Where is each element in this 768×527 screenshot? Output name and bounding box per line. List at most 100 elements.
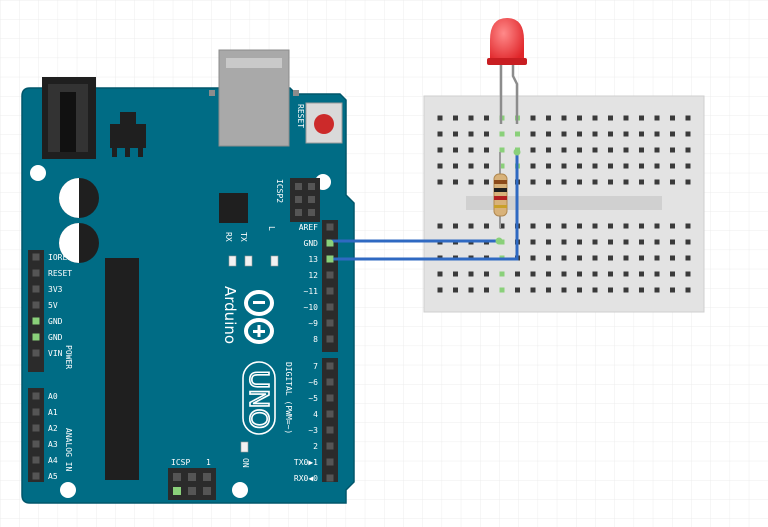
breadboard-hole	[670, 271, 675, 277]
breadboard-hole	[623, 147, 629, 153]
mounting-hole	[30, 165, 46, 181]
breadboard-hole	[484, 179, 489, 185]
breadboard-hole	[608, 255, 613, 261]
breadboard-hole	[499, 223, 505, 229]
pin-label: ~6	[308, 378, 318, 387]
breadboard-hole	[453, 147, 458, 153]
wire-endpoint	[326, 239, 334, 247]
breadboard-hole	[670, 239, 675, 245]
breadboard-hole	[623, 239, 629, 245]
breadboard-hole	[577, 223, 582, 229]
pin-label: 7	[313, 362, 318, 371]
breadboard-hole	[484, 287, 489, 293]
breadboard-hole	[453, 179, 458, 185]
on-led	[240, 441, 249, 453]
arduino-uno-board: RESET ICSP2 RX TX L	[21, 49, 355, 504]
pin-label: 4	[313, 410, 318, 419]
wires	[326, 148, 521, 263]
breadboard-hole	[530, 131, 536, 137]
breadboard-hole	[468, 131, 474, 137]
breadboard-hole	[654, 287, 660, 293]
breadboard-hole	[577, 239, 582, 245]
breadboard-hole	[484, 115, 489, 121]
breadboard-hole	[592, 271, 598, 277]
header-pin	[32, 317, 40, 325]
breadboard-hole	[561, 179, 567, 185]
breadboard-hole	[561, 163, 567, 169]
breadboard-hole	[499, 131, 505, 137]
pin-label: A4	[48, 456, 58, 465]
breadboard-hole	[437, 147, 443, 153]
breadboard-hole	[685, 223, 691, 229]
power-header	[28, 250, 44, 372]
breadboard-hole	[468, 223, 474, 229]
breadboard-hole	[530, 239, 536, 245]
breadboard-hole	[484, 271, 489, 277]
breadboard-hole	[623, 287, 629, 293]
breadboard-hole	[608, 115, 613, 121]
breadboard-hole	[685, 163, 691, 169]
breadboard-hole	[654, 115, 660, 121]
breadboard-hole	[499, 147, 505, 153]
header-pin	[32, 349, 40, 357]
digital-group-label: DIGITAL (PWM=~)	[284, 362, 293, 434]
pin-label: RESET	[48, 269, 72, 278]
breadboard-hole	[623, 163, 629, 169]
breadboard-hole	[623, 179, 629, 185]
breadboard-hole	[685, 179, 691, 185]
pin-label: 13	[308, 255, 318, 264]
breadboard-hole	[639, 271, 644, 277]
breadboard-hole	[577, 271, 582, 277]
header-pin	[32, 333, 40, 341]
header-pin	[326, 394, 334, 402]
breadboard-hole	[685, 239, 691, 245]
pin-label: GND	[48, 333, 63, 342]
l-label: L	[267, 226, 276, 231]
breadboard-hole	[592, 163, 598, 169]
breadboard-hole	[670, 223, 675, 229]
header-pin	[326, 287, 334, 295]
icsp2-header	[290, 178, 320, 222]
pin-label: RX0◀0	[294, 474, 318, 483]
breadboard-hole	[546, 239, 551, 245]
breadboard-hole	[437, 131, 443, 137]
pin-label: GND	[48, 317, 63, 326]
breadboard-hole	[546, 255, 551, 261]
breadboard-hole	[608, 131, 613, 137]
breadboard-hole	[515, 131, 520, 137]
brand-label: Arduino	[221, 286, 239, 344]
breadboard-hole	[577, 163, 582, 169]
microcontroller-chip	[105, 258, 139, 480]
header-pin	[32, 269, 40, 277]
breadboard-hole	[577, 147, 582, 153]
breadboard-hole	[654, 255, 660, 261]
breadboard-hole	[670, 255, 675, 261]
breadboard-hole	[453, 115, 458, 121]
pin-label: IOREF	[48, 253, 72, 262]
breadboard-hole	[437, 271, 443, 277]
pin-label: A2	[48, 424, 58, 433]
breadboard-hole	[515, 287, 520, 293]
breadboard-hole	[670, 163, 675, 169]
breadboard-hole	[639, 223, 644, 229]
breadboard-hole	[592, 239, 598, 245]
reset-button[interactable]	[305, 102, 343, 144]
breadboard-hole	[453, 223, 458, 229]
pin-label: ~9	[308, 319, 318, 328]
wire-endpoint	[495, 237, 503, 245]
breadboard-hole	[639, 287, 644, 293]
breadboard-hole	[685, 147, 691, 153]
model-label: UNO	[243, 370, 273, 429]
breadboard-hole	[499, 163, 505, 169]
breadboard-hole	[592, 287, 598, 293]
breadboard-hole	[561, 239, 567, 245]
breadboard-hole	[530, 147, 536, 153]
breadboard-hole	[561, 255, 567, 261]
breadboard-hole	[670, 115, 675, 121]
breadboard-hole	[639, 131, 644, 137]
breadboard-hole	[577, 131, 582, 137]
breadboard-hole	[608, 271, 613, 277]
breadboard-hole	[468, 147, 474, 153]
breadboard-hole	[654, 179, 660, 185]
breadboard-hole	[670, 131, 675, 137]
